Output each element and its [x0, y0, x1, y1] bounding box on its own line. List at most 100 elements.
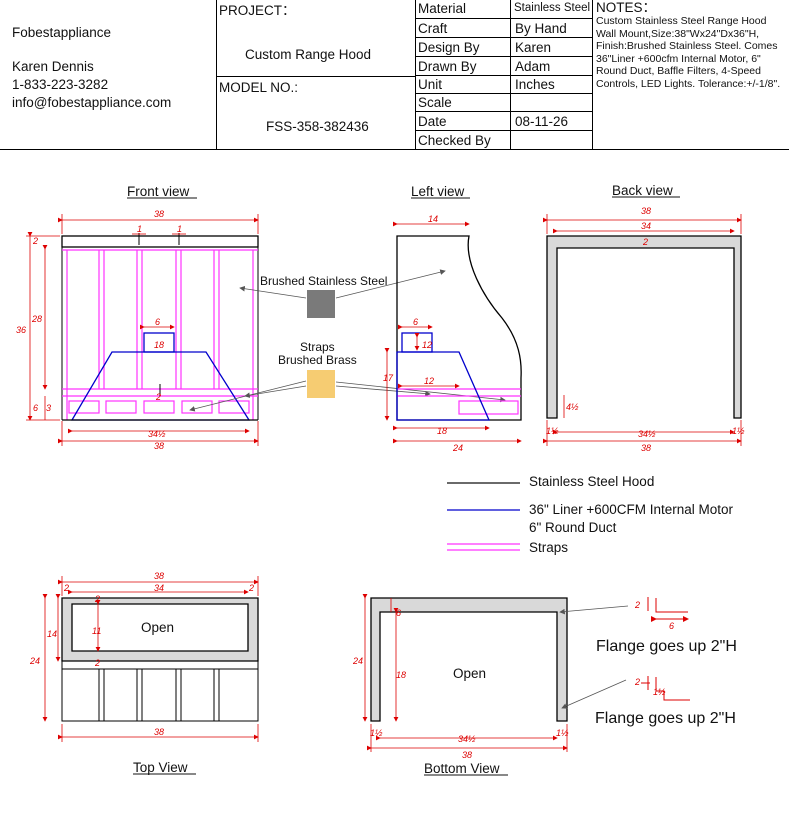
top-dim-24: 24 — [29, 656, 40, 666]
legend-straps-label: Straps — [529, 540, 568, 555]
notes-title: NOTES： — [596, 0, 657, 15]
straps-label: Straps — [300, 340, 335, 354]
flange-dim-6: 6 — [669, 621, 674, 631]
top-dim-11: 11 — [92, 626, 101, 636]
bottom-open-label: Open — [453, 666, 486, 681]
left-dim-liner: 18 — [437, 426, 447, 436]
back-dim-34h: 34½ — [638, 429, 656, 439]
flange-note-top: Flange goes up 2"H — [596, 638, 737, 655]
front-dim-duct: 6 — [155, 317, 160, 327]
contact-email: info@fobestappliance.com — [12, 95, 172, 110]
spec-date-value: 08-11-26 — [515, 114, 569, 129]
spec-unit-value: Inches — [515, 77, 555, 92]
front-dim-bottom-width: 38 — [154, 441, 164, 451]
left-dim-12b: 12 — [424, 376, 434, 386]
back-view: 38 34 2 34½ 38 4½ 1½ 1½ — [543, 206, 745, 453]
brass-swatch — [307, 370, 335, 398]
top-dim-2b: 2 — [248, 583, 254, 593]
top-dim-2a: 2 — [63, 583, 69, 593]
front-straps — [62, 249, 258, 420]
front-dim-strap-height: 28 — [31, 314, 42, 324]
top-dim-2d: 2 — [94, 658, 100, 668]
company-name: Fobestappliance — [12, 25, 112, 40]
top-dim-2c: 2 — [94, 594, 100, 604]
front-dim-height: 36 — [16, 325, 26, 335]
brass-label: Brushed Brass — [278, 353, 357, 367]
caption-left-view: Left view — [411, 184, 465, 199]
left-dim-12a: 12 — [422, 340, 432, 350]
legend: Stainless Steel Hood 36" Liner +600CFM I… — [447, 474, 734, 555]
contact-phone: 1-833-223-3282 — [12, 77, 109, 92]
top-dim-38b: 38 — [154, 727, 164, 737]
front-dim-strap-1a: 1 — [137, 224, 142, 234]
spec-material-label: Material — [418, 1, 467, 16]
back-dim-2: 2 — [642, 237, 648, 247]
back-dim-right-1h: 1½ — [732, 426, 745, 436]
spec-unit-label: Unit — [418, 77, 443, 92]
back-dim-4h: 4½ — [566, 402, 579, 412]
flange-dim-1h: 1½ — [653, 687, 666, 697]
legend-liner-label-2: 6" Round Duct — [529, 520, 617, 535]
caption-front-view: Front view — [127, 184, 190, 199]
spec-date-label: Date — [418, 114, 447, 129]
spec-craft-label: Craft — [418, 21, 448, 36]
left-dim-17: 17 — [383, 373, 394, 383]
back-dim-34: 34 — [641, 221, 651, 231]
front-dim-width: 38 — [154, 209, 164, 219]
back-dim-38: 38 — [641, 206, 651, 216]
notes-block: NOTES： Custom Stainless Steel Range Hood… — [596, 0, 788, 91]
left-view: 14 24 18 17 6 12 12 — [383, 214, 522, 453]
notes-body: Custom Stainless Steel Range Hood Wall M… — [596, 15, 781, 90]
left-dim-top: 14 — [428, 214, 438, 224]
legend-hood-label: Stainless Steel Hood — [529, 474, 654, 489]
material-callouts: Brushed Stainless Steel Straps Brushed B… — [189, 269, 506, 412]
title-block: Fobestappliance Karen Dennis 1-833-223-3… — [0, 0, 789, 150]
top-view: Open 38 34 2 2 38 24 14 11 2 2 — [29, 571, 259, 742]
model-label: MODEL NO.: — [219, 80, 299, 95]
legend-liner-label-1: 36" Liner +600CFM Internal Motor — [529, 502, 734, 517]
bottom-dim-right-1h: 1½ — [556, 728, 569, 738]
bottom-dim-6: 6 — [396, 608, 401, 618]
drawing-canvas: Front view Left view Back view — [16, 183, 745, 776]
bottom-view: Open 38 34½ 24 18 6 1½ 1½ — [352, 594, 569, 760]
front-view: 38 34½ 38 36 28 2 6 3 1 1 6 18 2 — [16, 209, 259, 451]
bottom-dim-18: 18 — [396, 670, 406, 680]
back-dim-38b: 38 — [641, 443, 651, 453]
top-dim-14: 14 — [47, 629, 57, 639]
project-label: PROJECT： — [219, 3, 296, 18]
steel-swatch — [307, 290, 335, 318]
spec-drawn-label: Drawn By — [418, 59, 477, 74]
bottom-dim-34h: 34½ — [458, 734, 476, 744]
flange-note-bottom: Flange goes up 2"H — [595, 710, 736, 727]
steel-label: Brushed Stainless Steel — [260, 274, 387, 288]
spec-drawn-value: Adam — [515, 59, 551, 74]
front-dim-lower-3: 3 — [46, 403, 51, 413]
bottom-dim-38: 38 — [462, 750, 472, 760]
front-dim-strap-1b: 1 — [177, 224, 182, 234]
spec-scale-label: Scale — [418, 95, 452, 110]
caption-back-view: Back view — [612, 183, 673, 198]
front-dim-duct-h: 18 — [154, 340, 164, 350]
front-dim-mid-2: 2 — [155, 392, 161, 402]
bottom-dim-left-1h: 1½ — [370, 728, 383, 738]
spec-design-value: Karen — [515, 40, 552, 55]
flange-dim-2b: 2 — [634, 677, 640, 687]
caption-top-view: Top View — [133, 760, 188, 775]
front-dim-top-band: 2 — [32, 236, 38, 246]
front-dim-bottom-liner: 34½ — [148, 429, 166, 439]
caption-bottom-view: Bottom View — [424, 761, 500, 776]
project-name: Custom Range Hood — [245, 47, 372, 62]
left-dim-depth: 24 — [452, 443, 463, 453]
model-number: FSS-358-382436 — [266, 119, 369, 134]
front-dim-lower-6: 6 — [33, 403, 38, 413]
contact-name: Karen Dennis — [12, 59, 94, 74]
top-open-label: Open — [141, 620, 174, 635]
title-block-grid — [0, 0, 789, 150]
spec-design-label: Design By — [418, 40, 480, 55]
spec-craft-value: By Hand — [515, 21, 567, 36]
top-dim-34: 34 — [154, 583, 164, 593]
spec-material-value: Stainless Steel — [514, 2, 591, 14]
flange-details: 2 6 2 1½ Flange goes up 2"H Flange goes … — [559, 597, 737, 727]
spec-checked-label: Checked By — [418, 133, 491, 148]
bottom-dim-24: 24 — [352, 656, 363, 666]
